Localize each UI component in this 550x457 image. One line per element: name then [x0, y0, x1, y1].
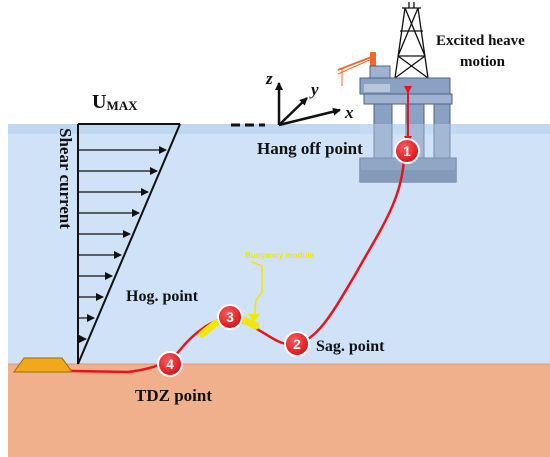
svg-text:4: 4	[166, 356, 174, 372]
svg-text:1: 1	[403, 143, 411, 159]
axis-z-label: z	[265, 69, 273, 88]
tdz-point-label: TDZ point	[135, 386, 212, 405]
axis-x-label: x	[344, 103, 354, 122]
coordinate-axes: x y z	[231, 69, 354, 127]
excited-heave-label-line1: Excited heave	[436, 33, 525, 49]
umax-label: UMAX	[92, 91, 138, 113]
marker-4: 4	[157, 351, 183, 377]
derrick-tower	[394, 2, 429, 79]
shear-current-profile	[77, 123, 181, 365]
axis-y-label: y	[309, 80, 319, 99]
marker-1: 1	[394, 138, 420, 164]
shear-current-label: Shear current	[56, 128, 75, 229]
buoyancy-segment-left	[198, 319, 220, 338]
hog-point-label: Hog. point	[126, 288, 199, 305]
water-body	[8, 124, 550, 364]
excited-heave-label-line2: motion	[460, 54, 506, 70]
buoyancy-segment-right	[240, 316, 260, 330]
svg-text:3: 3	[226, 309, 234, 325]
crane	[337, 52, 376, 86]
marker-3: 3	[217, 304, 243, 330]
riser-line	[19, 157, 406, 374]
buoyancy-pointer	[251, 261, 263, 321]
svg-text:2: 2	[293, 336, 301, 352]
water-surface-band	[8, 124, 550, 134]
seabed	[8, 364, 550, 457]
marker-2: 2	[284, 331, 310, 357]
sag-point-label: Sag. point	[316, 338, 385, 355]
buoyancy-pointer-head	[248, 314, 260, 322]
hang-off-point-label: Hang off point	[257, 139, 363, 158]
buoyancy-module-label: Buoyancy module	[245, 251, 314, 260]
touchdown-mat	[13, 357, 73, 373]
